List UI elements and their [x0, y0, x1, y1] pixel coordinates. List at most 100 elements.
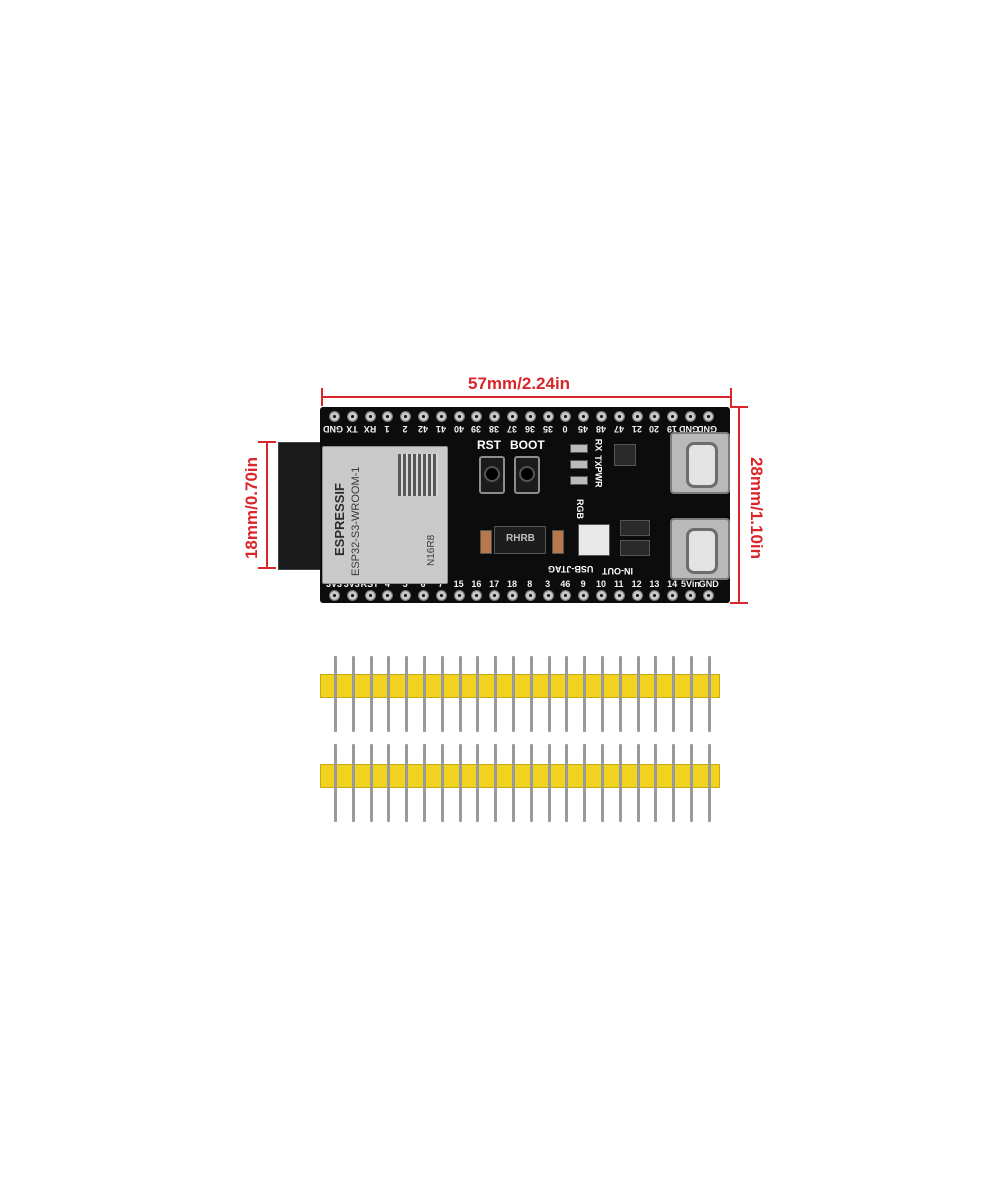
top-pin-label: GND: [323, 424, 343, 434]
header-pin: [423, 656, 426, 732]
bottom-pin: [347, 591, 357, 600]
top-pin-label: 48: [596, 424, 607, 434]
header-pin: [690, 656, 693, 732]
pin-header-2: [320, 744, 720, 824]
header-pin: [618, 744, 622, 822]
led-rx-label: RX: [593, 438, 604, 452]
header-pin: [583, 744, 587, 822]
header-pin: [529, 744, 533, 822]
top-pin: [454, 412, 464, 421]
top-pin: [632, 412, 642, 421]
header-pin: [512, 656, 515, 732]
header-pin: [458, 744, 462, 822]
bottom-pin: [365, 591, 375, 600]
bottom-pin: [436, 591, 446, 600]
bottom-pin: [330, 591, 339, 600]
top-pin-label: 42: [418, 424, 429, 434]
header-pin: [636, 744, 640, 822]
diode-1: [620, 520, 650, 536]
bottom-pin-label: 3V3: [325, 579, 342, 589]
led-rx: [570, 444, 588, 453]
module-antenna-section: [278, 442, 326, 570]
header-pin: [351, 744, 355, 822]
header-pin: [512, 744, 515, 822]
top-pin: [703, 412, 713, 421]
top-pin-label: 45: [578, 424, 589, 434]
bottom-pin: [472, 591, 482, 600]
bottom-pin: [632, 591, 642, 600]
bottom-pin: [561, 591, 571, 600]
led-tx-label: TX: [592, 455, 603, 467]
top-pin: [419, 412, 428, 421]
top-pin-label: 36: [524, 424, 535, 434]
top-pin: [597, 412, 606, 421]
top-pin: [543, 412, 553, 421]
bottom-pin: [525, 591, 535, 600]
bottom-pin-label: 46: [560, 579, 571, 589]
header-pin: [334, 744, 337, 822]
top-pin-label: 38: [489, 424, 500, 434]
top-pin: [525, 412, 535, 421]
usb-c-connector-bottom[interactable]: [670, 518, 730, 580]
bottom-pin: [614, 591, 624, 600]
header-pin: [369, 656, 373, 732]
bottom-pin-label: 13: [649, 579, 660, 589]
board-height-dimension-line: [738, 407, 740, 603]
bottom-pin: [650, 591, 660, 600]
module-height-tick-top: [258, 441, 276, 443]
usb-jtag-label: USB-JTAG: [548, 564, 594, 574]
bottom-pin-label: 7: [438, 579, 444, 589]
bottom-pin: [454, 591, 464, 600]
top-pin: [383, 412, 393, 421]
header-pin: [672, 744, 676, 822]
pin-header-1: [320, 656, 720, 824]
header-pin: [405, 744, 409, 822]
header-pin: [618, 656, 622, 732]
top-pin: [490, 412, 500, 421]
voltage-regulator: [494, 526, 546, 554]
bottom-pin: [419, 591, 428, 600]
top-pin-label: 21: [631, 424, 642, 434]
bottom-pin: [668, 591, 678, 600]
rst-button-label: RST: [477, 438, 501, 452]
module-model: ESP32-S3-WROOM-1: [350, 466, 362, 576]
header-pin: [583, 656, 587, 732]
bottom-pin: [686, 591, 695, 600]
top-pin: [347, 412, 357, 421]
header-pin: [672, 656, 676, 732]
header-pin: [547, 656, 551, 732]
rst-button[interactable]: [479, 456, 505, 494]
header-pin: [690, 744, 693, 822]
bottom-pin: [383, 591, 393, 600]
top-pin: [686, 412, 695, 421]
bottom-pin-label: 3: [545, 579, 551, 589]
module-variant: N16R8: [426, 534, 437, 566]
usb-c-connector-top[interactable]: [670, 432, 730, 494]
bottom-pin-label: 15: [453, 579, 464, 589]
rgb-label: RGB: [575, 499, 585, 519]
header-pin: [405, 656, 409, 732]
header-pin: [601, 744, 604, 822]
board-height-dimension-label: 28mm/1.10in: [747, 456, 766, 560]
top-pin: [436, 412, 446, 421]
boot-button[interactable]: [514, 456, 540, 494]
top-pin: [330, 412, 339, 421]
width-dimension-tick-right: [730, 388, 732, 406]
top-pin: [614, 412, 624, 421]
uart-chip: [614, 444, 636, 466]
bottom-pin: [597, 591, 606, 600]
bottom-pin: [508, 591, 517, 600]
width-dimension-label: 57mm/2.24in: [468, 374, 571, 393]
bottom-pin-label: 9: [580, 579, 586, 589]
led-pwr: [570, 476, 588, 485]
bottom-pin: [490, 591, 500, 600]
bottom-pin-label: 14: [667, 579, 678, 589]
header-pin: [654, 744, 658, 822]
top-pin: [508, 412, 517, 421]
header-pin: [423, 744, 426, 822]
bottom-pin: [703, 591, 713, 600]
top-pin-label: 1: [384, 424, 390, 434]
top-pin-label: 41: [435, 424, 446, 434]
regulator-marking: RHRB: [506, 533, 535, 544]
top-pin-label: 47: [613, 424, 624, 434]
